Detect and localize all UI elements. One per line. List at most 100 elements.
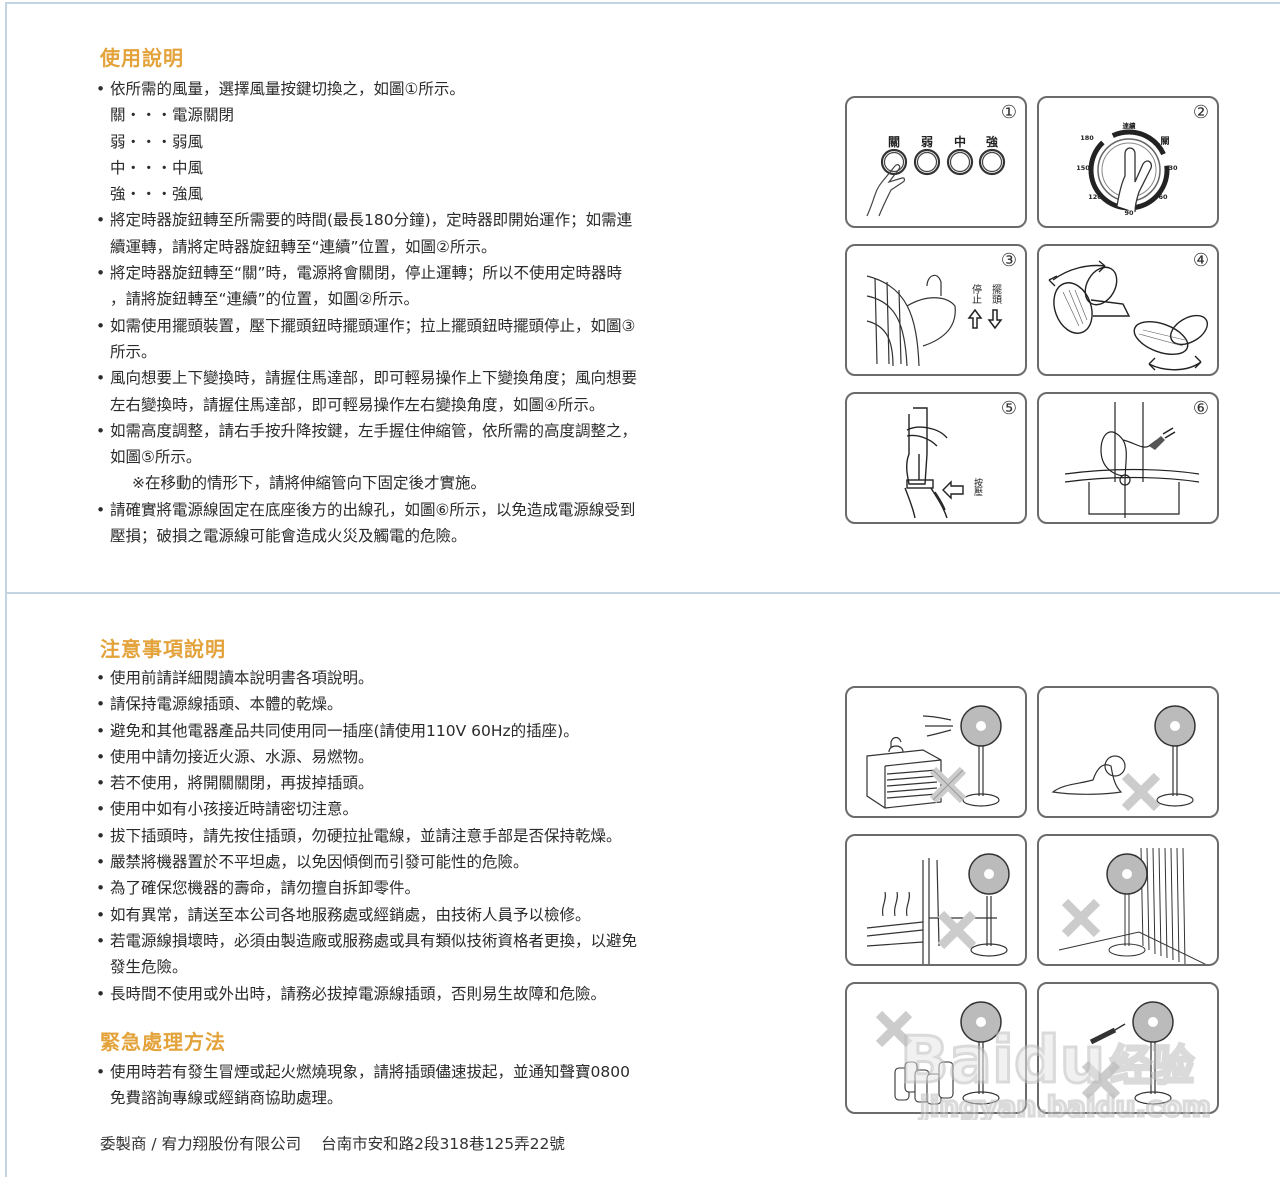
manufacturer-name: 委製商 / 宥力翔股份有限公司 <box>100 1135 302 1153</box>
line-text: 發生危險。 <box>110 958 188 977</box>
line-text: 嚴禁將機器置於不平坦處，以免因傾倒而引發可能性的危險。 <box>110 853 529 872</box>
bullet-item: •請保持電源線插頭、本體的乾燥。 <box>96 691 796 717</box>
figure-1-speed-buttons: 關 弱 中 強 ① <box>845 96 1027 228</box>
warning-no-curtains <box>1037 834 1219 966</box>
bullet-icon: • <box>96 931 106 950</box>
figure-number-4: ④ <box>1192 250 1209 271</box>
line-text: 左右變換時，請握住馬達部，即可輕易操作左右變換角度，如圖④所示。 <box>110 395 605 414</box>
bullet-icon: • <box>96 826 106 845</box>
line-text: 長時間不使用或外出時，請務必拔掉電源線插頭，否則易生故障和危險。 <box>110 984 607 1003</box>
svg-text:強: 強 <box>986 134 998 149</box>
continuation-line: 續運轉，請將定時器旋鈕轉至“連續”位置，如圖②所示。 <box>96 234 796 260</box>
warning-no-disassembly <box>1037 982 1219 1114</box>
figure-6-cord-routing: ⑥ <box>1037 392 1219 524</box>
line-text: 使用前請詳細閱讀本說明書各項說明。 <box>110 669 374 687</box>
bullet-item: •避免和其他電器產品共同使用同一插座(請使用110V 60Hz的插座)。 <box>96 718 796 744</box>
page-frame-left <box>5 2 7 1177</box>
figure-2-timer-dial: 連續 關 180 150 120 90 60 30 ② <box>1037 96 1219 228</box>
continuation-line: 中・・・中風 <box>96 155 796 181</box>
line-text: 將定時器旋鈕轉至“關”時，電源將會關閉，停止運轉；所以不使用定時器時 <box>110 264 623 283</box>
emergency-instructions: •使用時若有發生冒煙或起火燃燒現象，請將插頭儘速拔起，並通知聲寶0800 免費諮詢… <box>96 1059 796 1112</box>
bullet-item: •請確實將電源線固定在底座後方的出線孔，如圖⑥所示，以免造成電源線受到 <box>96 497 796 523</box>
bullet-icon: • <box>96 984 106 1003</box>
line-text: 使用中如有小孩接近時請密切注意。 <box>110 800 359 819</box>
line-text: 風向想要上下變換時，請握住馬達部，即可輕易操作上下變換角度；風向想要 <box>110 369 638 388</box>
bullet-icon: • <box>96 747 106 766</box>
bullet-item: •使用前請詳細閱讀本說明書各項說明。 <box>96 665 796 691</box>
line-text: 若電源線損壞時，必須由製造廠或服務處或具有類似技術資格者更換，以避免 <box>110 931 638 950</box>
cautions-section-title: 注意事項說明 <box>100 637 226 661</box>
bullet-item: •嚴禁將機器置於不平坦處，以免因傾倒而引發可能性的危險。 <box>96 849 796 875</box>
line-text: 請保持電源線插頭、本體的乾燥。 <box>110 695 343 714</box>
svg-text:弱: 弱 <box>921 134 933 149</box>
bullet-icon: • <box>96 774 106 793</box>
line-text: 免費諮詢專線或經銷商協助處理。 <box>110 1089 343 1108</box>
manufacturer-footer: 委製商 / 宥力翔股份有限公司台南市安和路2段318巷125弄22號 <box>100 1132 565 1154</box>
svg-text:120: 120 <box>1088 193 1102 201</box>
bullet-item: •長時間不使用或外出時，請務必拔掉電源線插頭，否則易生故障和危險。 <box>96 981 796 1007</box>
svg-text:150: 150 <box>1076 164 1090 172</box>
bullet-icon: • <box>96 421 106 440</box>
bullet-icon: • <box>96 721 106 740</box>
speed-buttons-illustration: 關 弱 中 強 <box>866 134 1006 217</box>
angle-adjust-illustration <box>1048 260 1209 371</box>
svg-text:擺頭: 擺頭 <box>990 283 1002 305</box>
swing-button-illustration: 停止 擺頭 <box>866 274 1003 367</box>
svg-text:按壓: 按壓 <box>972 477 983 496</box>
line-text: 強・・・強風 <box>110 185 204 204</box>
bullet-icon: • <box>96 211 106 230</box>
cord-routing-illustration <box>1064 402 1200 518</box>
warning-no-children <box>1037 686 1219 818</box>
svg-text:90: 90 <box>1124 209 1134 217</box>
heat-source-warning-illustration <box>866 705 1002 809</box>
line-text: 為了確保您機器的壽命，請勿擅自拆卸零件。 <box>110 879 421 898</box>
section-separator <box>5 592 1280 594</box>
flammables-warning-illustration <box>875 1001 1002 1105</box>
page-frame-top <box>5 2 1280 4</box>
figure-number-2: ② <box>1192 102 1209 123</box>
continuation-line: 壓損；破損之電源線可能會造成火災及觸電的危險。 <box>96 523 796 549</box>
bullet-icon: • <box>96 695 106 714</box>
bullet-icon: • <box>96 669 106 687</box>
svg-text:60: 60 <box>1158 193 1168 201</box>
line-text: 壓損；破損之電源線可能會造成火災及觸電的危險。 <box>110 527 467 546</box>
figure-3-swing-button: 停止 擺頭 ③ <box>845 244 1027 376</box>
continuation-line: 所示。 <box>96 339 796 365</box>
bullet-item: •若不使用，將開關關閉，再拔掉插頭。 <box>96 770 796 796</box>
svg-text:關: 關 <box>1160 136 1169 147</box>
svg-text:連續: 連續 <box>1123 121 1137 130</box>
line-text: 避免和其他電器產品共同使用同一插座(請使用110V 60Hz的插座)。 <box>110 721 579 740</box>
svg-text:關: 關 <box>888 135 900 149</box>
line-text: ※在移動的情形下，請將伸縮管向下固定後才實施。 <box>132 474 486 493</box>
figure-5-height-adjust: 按壓 ⑤ <box>845 392 1027 524</box>
bullet-item: •使用時若有發生冒煙或起火燃燒現象，請將插頭儘速拔起，並通知聲寶0800 <box>96 1059 796 1085</box>
bullet-item: •如需高度調整，請右手按升降按鍵，左手握住伸縮管，依所需的高度調整之， <box>96 418 796 444</box>
bullet-item: •將定時器旋鈕轉至“關”時，電源將會關閉，停止運轉；所以不使用定時器時 <box>96 260 796 286</box>
continuation-line: 弱・・・弱風 <box>96 129 796 155</box>
bullet-icon: • <box>96 264 106 283</box>
height-adjust-illustration: 按壓 <box>904 407 983 519</box>
line-text: 如有異常，請送至本公司各地服務處或經銷處，由技術人員予以檢修。 <box>110 905 591 924</box>
bullet-item: •如有異常，請送至本公司各地服務處或經銷處，由技術人員予以檢修。 <box>96 902 796 928</box>
line-text: 若不使用，將開關關閉，再拔掉插頭。 <box>110 774 374 793</box>
emergency-section-title: 緊急處理方法 <box>100 1030 226 1054</box>
usage-section-title: 使用說明 <box>100 46 184 70</box>
bullet-item: •風向想要上下變換時，請握住馬達部，即可輕易操作上下變換角度；風向想要 <box>96 365 796 391</box>
water-source-warning-illustration <box>866 853 1010 964</box>
bullet-icon: • <box>96 879 106 898</box>
warning-no-heat-source <box>845 686 1027 818</box>
figure-number-3: ③ <box>1000 250 1017 271</box>
continuation-line: ，請將旋鈕轉至“連續”的位置，如圖②所示。 <box>96 286 796 312</box>
bullet-item: •如需使用擺頭裝置，壓下擺頭鈕時擺頭運作；拉上擺頭鈕時擺頭停止，如圖③ <box>96 313 796 339</box>
line-text: ，請將旋鈕轉至“連續”的位置，如圖②所示。 <box>110 290 419 309</box>
line-text: 弱・・・弱風 <box>110 132 204 151</box>
bullet-icon: • <box>96 316 106 335</box>
figure-number-1: ① <box>1000 102 1017 123</box>
line-text: 拔下插頭時，請先按住插頭，勿硬拉扯電線，並請注意手部是否保持乾燥。 <box>110 826 622 845</box>
bullet-item: •為了確保您機器的壽命，請勿擅自拆卸零件。 <box>96 875 796 901</box>
continuation-line: 強・・・強風 <box>96 181 796 207</box>
bullet-icon: • <box>96 905 106 924</box>
svg-text:30: 30 <box>1168 164 1178 172</box>
line-text: 使用時若有發生冒煙或起火燃燒現象，請將插頭儘速拔起，並通知聲寶0800 <box>110 1063 630 1081</box>
bullet-icon: • <box>96 500 106 519</box>
